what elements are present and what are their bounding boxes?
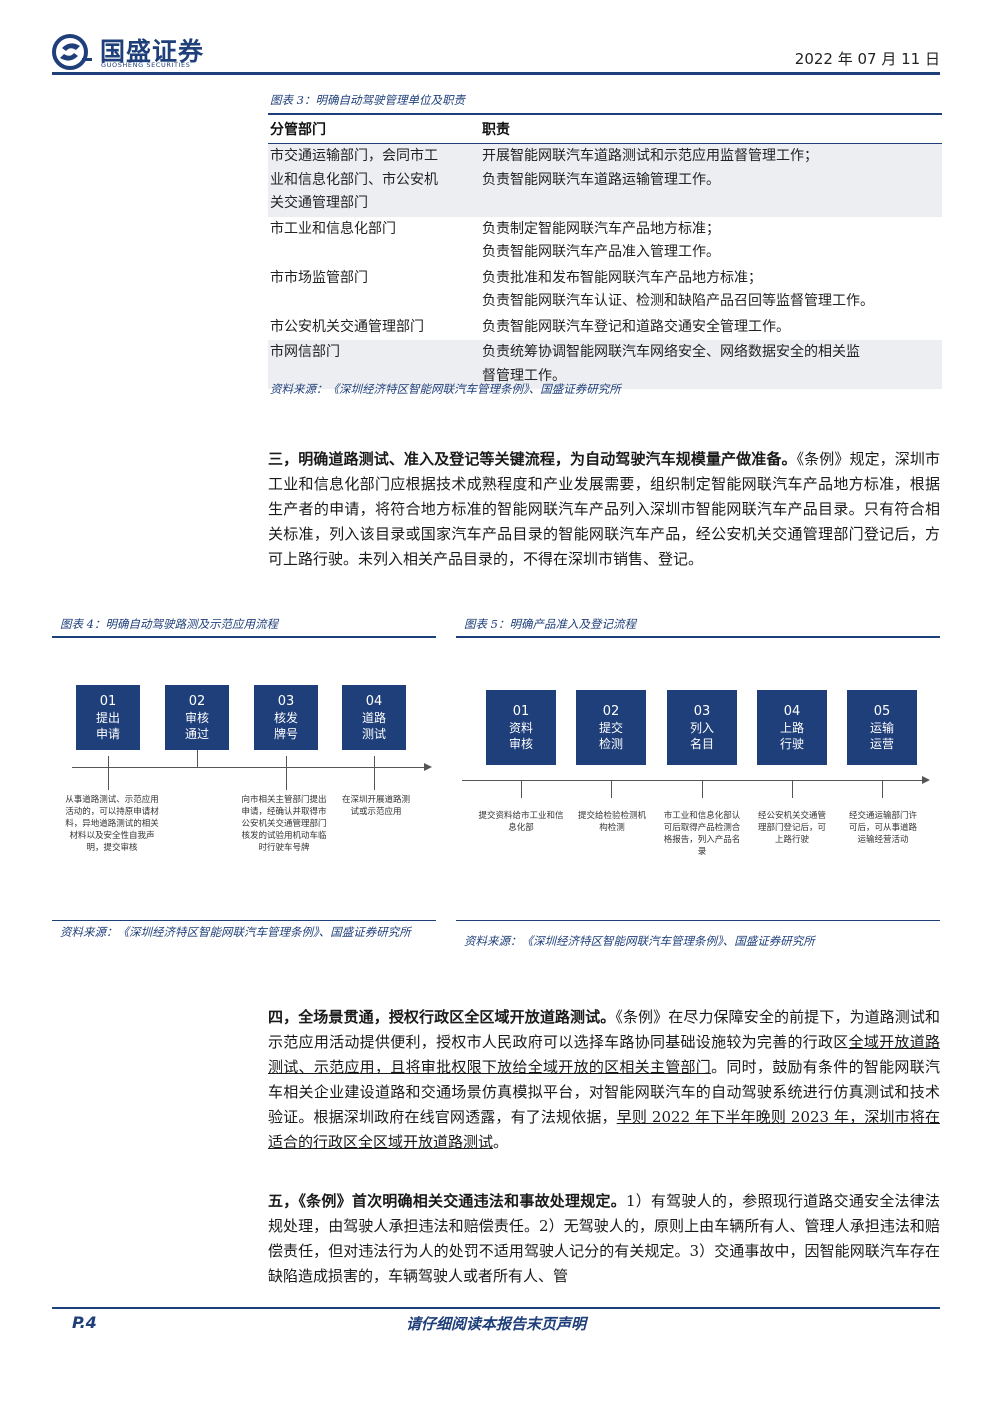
fig5-note-2: 提交给检验检测机构检测 <box>577 811 646 833</box>
footer-divider <box>52 1307 940 1309</box>
fig5-step-3: 03 列入 名目 <box>667 690 737 765</box>
fig5-top-line <box>456 636 940 638</box>
table-row: 市网信部门 负责统筹协调智能网联汽车网络安全、网络数据安全的相关监 督管理工作。 <box>268 340 942 389</box>
fig5-bottom-line <box>456 920 940 921</box>
fig4-step-4: 04 道路 测试 <box>342 685 406 750</box>
fig4-bottom-line <box>52 920 436 921</box>
fig4-top-line <box>52 636 436 638</box>
brand-subtitle: GUOSHENG SECURITIES <box>101 61 191 69</box>
fig5-source: 资料来源：《深圳经济特区智能网联汽车管理条例》、国盛证券研究所 <box>464 934 815 948</box>
table-row: 市交通运输部门，会同市工 业和信息化部门、市公安机 关交通管理部门 开展智能网联… <box>268 144 942 217</box>
table-header: 分管部门 职责 <box>268 115 942 144</box>
para5-lead: 五，《条例》首次明确相关交通违法和事故处理规定。 <box>268 1192 626 1210</box>
fig5-step-5: 05 运输 运营 <box>847 690 917 765</box>
footer-disclaimer: 请仔细阅读本报告末页声明 <box>405 1315 586 1333</box>
fig4-timeline <box>72 767 428 768</box>
fig5-note-5: 经交通运输部门许可后，可从事道路运输经营活动 <box>848 811 917 845</box>
para4-underline-1: 全域开放道路测试、示范应用，且将审批权限下放给全域开放的区相关主管部门 <box>268 1033 940 1076</box>
paragraph-3: 三，明确道路测试、准入及登记等关键流程，为自动驾驶汽车规模量产做准备。《条例》规… <box>268 447 940 572</box>
fig5-arrow-icon <box>922 776 930 784</box>
paragraph-4: 四，全场景贯通，授权行政区全区域开放道路测试。《条例》在尽力保障安全的前提下，为… <box>268 1008 940 1151</box>
fig4-step-2: 02 审核 通过 <box>165 685 229 750</box>
table-row: 市工业和信息化部门 负责制定智能网联汽车产品地方标准； 负责智能网联汽车产品准入… <box>270 220 720 261</box>
para4-lead: 四，全场景贯通，授权行政区全区域开放道路测试。 <box>268 1008 616 1026</box>
fig4-note-3: 在深圳开展道路测试或示范应用 <box>341 795 410 817</box>
report-date: 2022 年 07 月 11 日 <box>794 50 940 68</box>
header-divider <box>52 72 940 75</box>
header-dept: 分管部门 <box>270 122 326 138</box>
duty-table: 分管部门 职责 市交通运输部门，会同市工 业和信息化部门、市公安机 关交通管理部… <box>268 113 942 389</box>
fig5-step-4: 04 上路 行驶 <box>757 690 827 765</box>
brand-name: 国盛证券 <box>100 37 205 66</box>
fig4-flowchart: 01 提出 申请 02 审核 通过 03 核发 牌号 04 道路 测试 从事道路… <box>52 650 436 910</box>
table-row: 市公安机关交通管理部门 负责智能网联汽车登记和道路交通安全管理工作。 <box>270 318 790 335</box>
fig4-arrow-icon <box>424 763 432 771</box>
fig5-step-1: 01 资料 审核 <box>486 690 556 765</box>
fig5-step-2: 02 提交 检测 <box>576 690 646 765</box>
para5-body: 1）有驾驶人的，参照现行道路交通安全法律法规处理，由驾驶人承担违法和赔偿责任。2… <box>268 1192 941 1285</box>
guosheng-logo-icon <box>52 34 92 70</box>
paragraph-5: 五，《条例》首次明确相关交通违法和事故处理规定。1）有驾驶人的，参照现行道路交通… <box>268 1189 940 1289</box>
para3-lead: 三，明确道路测试、准入及登记等关键流程，为自动驾驶汽车规模量产做准备。 <box>268 450 797 468</box>
table3-source: 资料来源：《深圳经济特区智能网联汽车管理条例》、国盛证券研究所 <box>270 382 621 396</box>
fig5-timeline <box>462 780 926 781</box>
fig4-source: 资料来源：《深圳经济特区智能网联汽车管理条例》、国盛证券研究所 <box>60 925 411 939</box>
fig5-caption: 图表 5：明确产品准入及登记流程 <box>464 617 636 631</box>
fig4-note-1: 从事道路测试、示范应用活动的，可以持原申请材料，异地道路测试的相关材料以及安全性… <box>65 795 159 853</box>
header-duty: 职责 <box>482 122 510 138</box>
fig4-step-3: 03 核发 牌号 <box>254 685 318 750</box>
page-number: P.4 <box>72 1313 97 1332</box>
fig5-note-3: 市工业和信息化部认可后取得产品检测合格报告，列入产品名录 <box>663 811 741 857</box>
para4-underline-2: 早则 2022 年下半年晚则 2023 年，深圳市将在适合的行政区全区域开放道路… <box>268 1108 940 1151</box>
table3-caption: 图表 3：明确自动驾驶管理单位及职责 <box>270 93 465 107</box>
fig5-note-4: 经公安机关交通管理部门登记后，可上路行驶 <box>757 811 826 845</box>
fig5-flowchart: 01 资料 审核 02 提交 检测 03 列入 名目 04 上路 行驶 05 运… <box>456 650 940 910</box>
para3-body: 《条例》规定，深圳市工业和信息化部门应根据技术成熟程度和产业发展需要，组织制定智… <box>268 450 940 568</box>
fig4-caption: 图表 4：明确自动驾驶路测及示范应用流程 <box>60 617 278 631</box>
fig5-note-1: 提交资料给市工业和信息化部 <box>478 811 564 833</box>
fig4-step-1: 01 提出 申请 <box>76 685 140 750</box>
fig4-note-2: 向市相关主管部门提出申请，经确认并取得市公安机关交通管理部门核发的试验用机动车临… <box>241 795 327 853</box>
table-row: 市市场监管部门 负责批准和发布智能网联汽车产品地方标准； 负责智能网联汽车认证、… <box>270 269 874 310</box>
